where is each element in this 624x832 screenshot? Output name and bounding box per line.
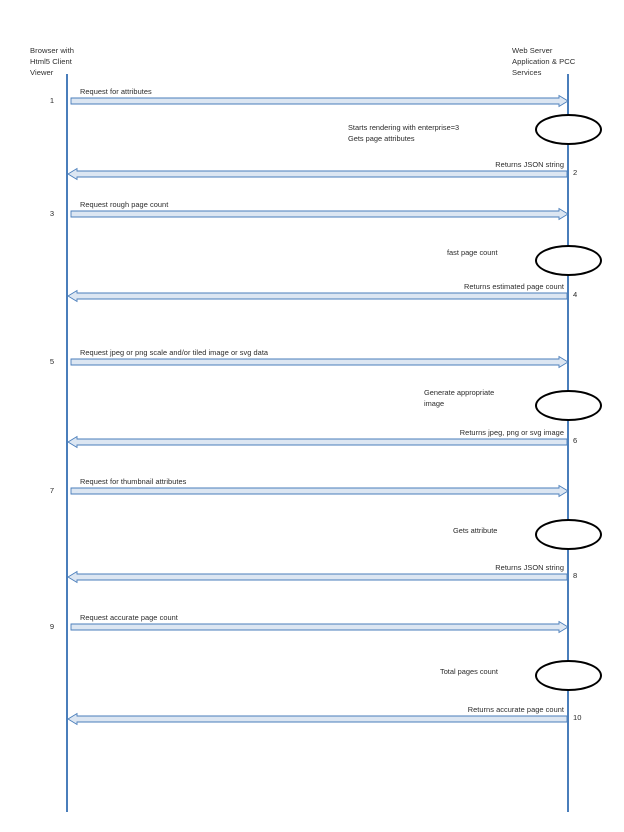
- message-label-7: Request for thumbnail attributes: [80, 477, 187, 486]
- lifeline-client: [66, 74, 68, 812]
- message-number-6: 6: [573, 436, 578, 445]
- message-number-1: 1: [49, 96, 55, 105]
- activation-label-2: fast page count: [447, 248, 498, 257]
- arrow-right-icon: [70, 355, 569, 369]
- arrow-right-icon: [70, 620, 569, 634]
- activation-ellipse-2[interactable]: [535, 245, 602, 276]
- message-number-4: 4: [573, 290, 578, 299]
- message-number-2: 2: [573, 168, 578, 177]
- activation-ellipse-5[interactable]: [535, 660, 602, 691]
- message-number-9: 9: [49, 622, 55, 631]
- message-label-9: Request accurate page count: [80, 613, 178, 622]
- arrow-left-icon: [67, 167, 568, 181]
- arrow-left-icon: [67, 712, 568, 726]
- message-label-4: Returns estimated page count: [463, 282, 564, 291]
- message-label-6: Returns jpeg, png or svg image: [459, 428, 564, 437]
- message-label-10: Returns accurate page count: [467, 705, 564, 714]
- participant-header-client: Browser with Html5 Client Viewer: [30, 46, 75, 78]
- arrow-left-icon: [67, 289, 568, 303]
- message-number-7: 7: [49, 486, 55, 495]
- message-number-8: 8: [573, 571, 578, 580]
- arrow-right-icon: [70, 484, 569, 498]
- activation-label-5: Total pages count: [440, 667, 498, 676]
- message-label-8: Returns JSON string: [495, 563, 564, 572]
- message-number-5: 5: [49, 357, 55, 366]
- arrow-left-icon: [67, 435, 568, 449]
- arrow-left-icon: [67, 570, 568, 584]
- arrow-right-icon: [70, 207, 569, 221]
- message-label-1: Request for attributes: [80, 87, 152, 96]
- activation-ellipse-4[interactable]: [535, 519, 602, 550]
- activation-label-4: Gets attribute: [453, 526, 498, 535]
- participant-header-server: Web Server Application & PCC Services: [512, 46, 576, 78]
- activation-label-1: Starts rendering with enterprise=3 Gets …: [348, 123, 460, 143]
- message-label-2: Returns JSON string: [495, 160, 564, 169]
- message-label-3: Request rough page count: [80, 200, 169, 209]
- message-number-3: 3: [49, 209, 55, 218]
- activation-ellipse-1[interactable]: [535, 114, 602, 145]
- arrow-right-icon: [70, 94, 569, 108]
- activation-ellipse-3[interactable]: [535, 390, 602, 421]
- message-number-10: 10: [573, 713, 582, 722]
- message-label-5: Request jpeg or png scale and/or tiled i…: [80, 348, 269, 357]
- lifeline-server: [567, 74, 569, 812]
- activation-label-3: Generate appropriate image: [424, 388, 495, 408]
